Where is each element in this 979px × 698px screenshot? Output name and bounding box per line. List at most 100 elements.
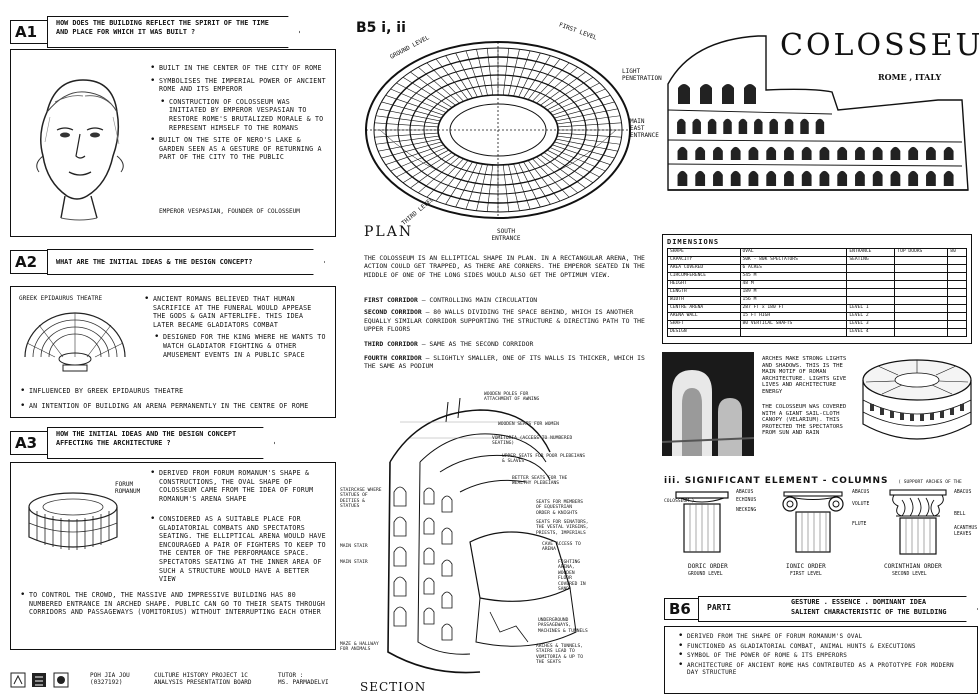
elevation-arch	[819, 170, 830, 186]
velarium-model-drawing	[862, 359, 972, 440]
plan-radial-line	[435, 58, 469, 100]
plan-radial-line	[543, 77, 594, 108]
plan-radial-line	[396, 149, 449, 178]
dimensions-cell	[846, 264, 896, 273]
plan-radial-line	[527, 58, 561, 100]
doric-sub: GROUND LEVEL	[688, 572, 723, 577]
a3-bullet-3: TO CONTROL THE CROWD, THE MASSIVE AND IM…	[20, 591, 329, 617]
section-title: SECTION	[360, 680, 427, 694]
dimensions-cell	[894, 272, 949, 281]
plan-radial-line	[381, 101, 442, 119]
dimensions-cell	[894, 264, 949, 273]
dimensions-cell: WIDTH	[667, 296, 741, 305]
dimensions-cell	[947, 328, 967, 337]
footer-tutor-label: TUTOR :	[278, 672, 304, 679]
elevation-arch	[837, 170, 848, 186]
dimensions-cell	[739, 328, 848, 337]
dimensions-cell	[947, 288, 967, 297]
footer-id: (0327192)	[90, 679, 123, 686]
plan-radial-line	[523, 55, 551, 99]
corinthian-sub: SECOND LEVEL	[892, 572, 927, 577]
plan-radial-line	[435, 160, 469, 202]
dimensions-cell: SHAPE	[667, 248, 741, 257]
plan-radial-line	[396, 82, 449, 111]
dimensions-cell	[846, 280, 896, 289]
corinthian-label-acanthus: ACANTHUS LEAVES	[954, 526, 978, 537]
plan-radial-line	[375, 115, 439, 125]
elevation-arch	[754, 118, 763, 134]
plan-radial-line	[557, 122, 622, 128]
plan-radial-line	[540, 154, 586, 189]
dimensions-cell: 48 M	[739, 280, 848, 289]
velarium-note: THE COLOSSEUM WAS COVERED WITH A GIANT S…	[762, 404, 847, 437]
plan-radial-line	[381, 141, 442, 159]
a2-bullet-1: ANCIENT ROMANS BELIEVED THAT HUMAN SACRI…	[144, 295, 327, 329]
dimensions-cell: AREA COVERED	[667, 264, 741, 273]
dimensions-cell	[894, 280, 949, 289]
elevation-arch	[890, 170, 901, 186]
plan-radial-line	[549, 147, 606, 172]
section-labels: WOODEN POLES FOR ATTACHMENT OF AWNING WO…	[340, 392, 590, 682]
dimensions-cell: DESIGN	[667, 328, 741, 337]
dimensions-cell	[894, 320, 949, 329]
b6-tag: B6	[664, 598, 704, 620]
b6-bullet-2: FUNCTIONED AS GLADIATORIAL COMBAT, ANIMA…	[678, 643, 969, 651]
dimensions-cell: 50K - 80K SPECTATORS	[739, 256, 848, 265]
section-label-15: ARCHES & TUNNELS, STAIRS LEAD TO VOMITOR…	[536, 644, 584, 666]
elevation-arch	[695, 146, 706, 160]
dimensions-cell: 545 M	[739, 272, 848, 281]
section-label-11: CAVE ACCESS TO ARENA	[542, 542, 581, 553]
plan-radial-line	[378, 108, 441, 122]
plan-radial-line	[385, 95, 444, 116]
corridor-1: FIRST CORRIDOR – CONTROLLING MAIN CIRCUL…	[364, 296, 538, 304]
elevation-arch	[890, 146, 901, 160]
section-label-14: UNDERGROUND PASSAGEWAYS, MACHINES & TUNN…	[538, 618, 588, 634]
plan-radial-line	[502, 164, 510, 212]
elevation-arch	[926, 146, 936, 160]
colosseum-elevation-drawing	[667, 35, 969, 191]
elevation-arch	[713, 146, 723, 160]
a2-question: WHAT ARE THE INITIAL IDEAS & THE DESIGN …	[47, 249, 325, 275]
plan-radial-line	[527, 160, 561, 202]
arches-photo-drawing	[662, 352, 754, 456]
plan-radial-line	[486, 164, 494, 212]
plan-label-light: LIGHT PENETRATION	[622, 68, 662, 82]
dimensions-cell	[846, 296, 896, 305]
plan-radial-line	[549, 88, 606, 113]
columns-heading-note: ( SUPPORT ARCHES OF THE COLOSSEUM )	[664, 480, 962, 504]
plan-radial-line	[555, 108, 618, 122]
ionic-label-volute: VOLUTE	[852, 502, 870, 507]
plan-radial-line	[557, 132, 622, 138]
corinthian-column-drawing	[889, 489, 947, 555]
dimensions-cell: LEVEL 1	[846, 304, 896, 313]
plan-radial-line	[455, 52, 478, 98]
a3-bullet-3-block: TO CONTROL THE CROWD, THE MASSIVE AND IM…	[19, 591, 329, 621]
a1-bullets: BUILT IN THE CENTER OF THE CITY OF ROME …	[149, 64, 329, 166]
plan-radial-line	[445, 55, 473, 99]
plan-radial-line	[402, 152, 453, 183]
footer-student: POH JIA JOU (0327192)	[90, 672, 130, 686]
dimensions-cell: SEATING	[846, 256, 896, 265]
a3-model-caption: FORUM ROMANUM	[115, 481, 141, 495]
plan-radial-line	[518, 52, 541, 98]
dimensions-cell: CAPACITY	[667, 256, 741, 265]
a1-panel: BUILT IN THE CENTER OF THE CITY OF ROME …	[10, 49, 336, 237]
elevation-arch	[738, 118, 748, 134]
corinthian-name: CORINTHIAN ORDER	[884, 563, 942, 570]
plan-radial-line	[455, 162, 478, 208]
dimensions-cell: 15 FT HIGH	[739, 312, 848, 321]
a1-question: HOW DOES THE BUILDING REFLECT THE SPIRIT…	[47, 16, 300, 48]
dimensions-cell: CIRCUMFERENCE	[667, 272, 741, 281]
a3-question: HOW THE INITIAL IDEAS AND THE DESIGN CON…	[47, 427, 275, 459]
b6-question: PARTI GESTURE . ESSENCE . DOMINANT IDEA …	[698, 596, 978, 622]
plan-radial-line	[390, 88, 447, 113]
epidaurus-theatre-drawing	[24, 312, 126, 372]
